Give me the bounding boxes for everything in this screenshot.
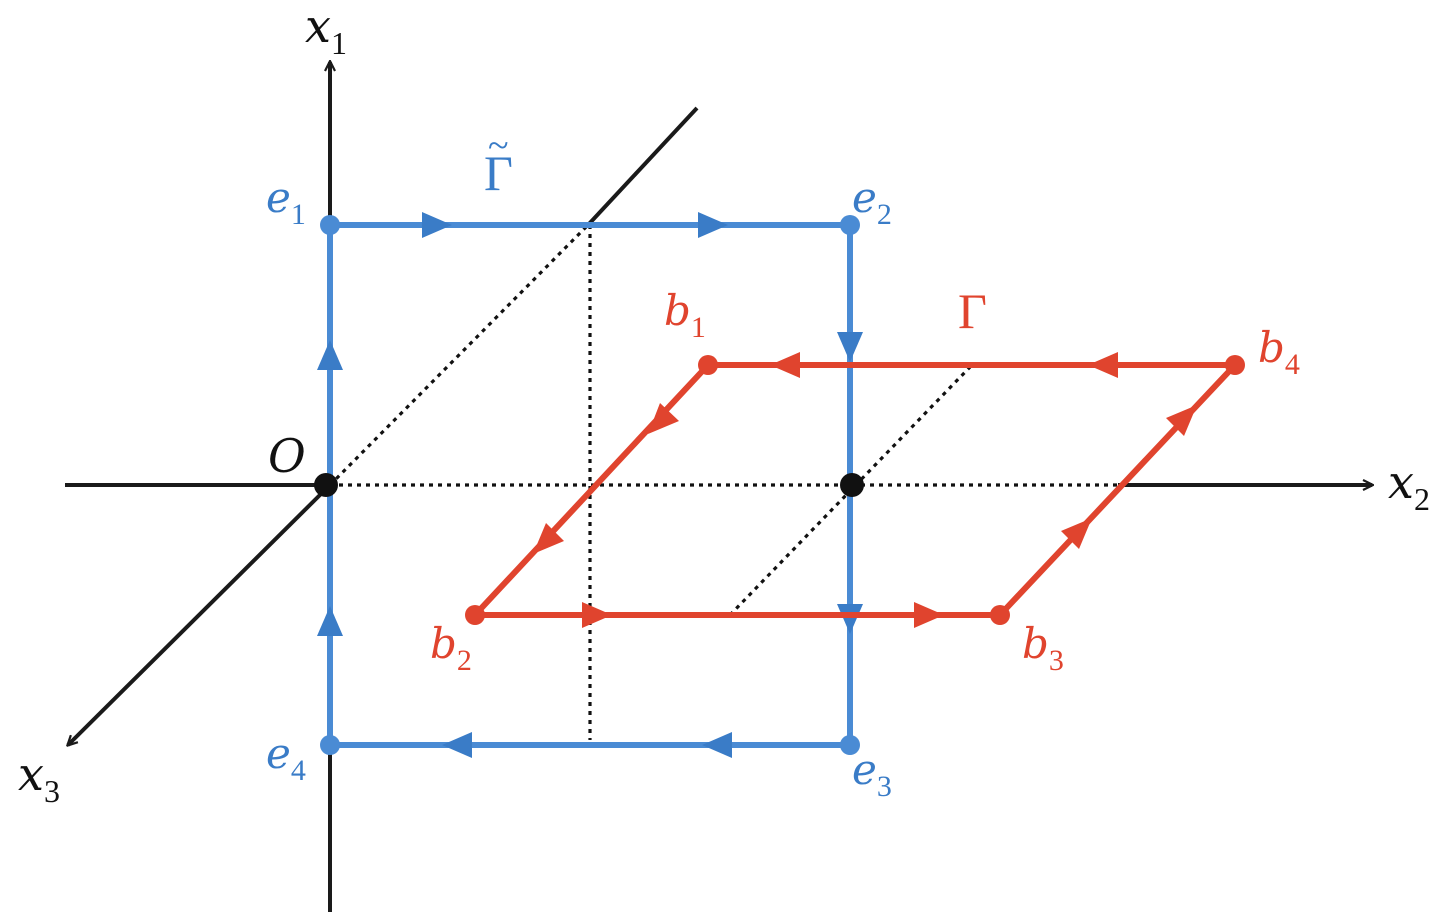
label-b4: b4 (1258, 323, 1300, 381)
vertex-e3 (840, 735, 860, 755)
blue-arrow-bottom-1 (702, 732, 732, 758)
vertex-b2 (465, 605, 485, 625)
blue-arrow-right-2 (837, 604, 863, 634)
dotted-x3-extension (328, 223, 590, 487)
red-arrow-bottom-1 (582, 602, 612, 628)
origin-label: O (268, 429, 306, 483)
red-arrow-bottom-2 (914, 602, 944, 628)
label-b2: b2 (430, 619, 472, 677)
red-arrow-left-1 (648, 403, 679, 434)
label-e3: e3 (852, 745, 892, 803)
vertex-e1 (320, 215, 340, 235)
red-path-name: Γ (958, 283, 987, 339)
vertex-b4 (1225, 355, 1245, 375)
x2-axis-label: x2 (1388, 455, 1430, 517)
vertex-b1 (698, 355, 718, 375)
x1-axis-label: x1 (305, 0, 347, 61)
vertex-e2 (840, 215, 860, 235)
red-arrow-top-1 (1088, 352, 1118, 378)
blue-path (317, 212, 863, 758)
origin-point (314, 473, 338, 497)
label-e4: e4 (266, 729, 306, 787)
blue-arrow-right-1 (837, 332, 863, 362)
blue-path-tilde: ~ (488, 125, 509, 167)
label-b1: b1 (664, 286, 706, 344)
label-e2: e2 (852, 173, 892, 231)
blue-arrow-top-1 (422, 212, 452, 238)
x3-axis-back (586, 106, 699, 227)
label-e1: e1 (266, 173, 306, 231)
vertex-e4 (320, 735, 340, 755)
blue-arrow-left-1 (317, 606, 343, 636)
red-arrow-left-2 (533, 523, 564, 554)
blue-path-name: Γ (484, 145, 513, 201)
axes (65, 62, 1372, 912)
blue-arrow-left-2 (317, 340, 343, 370)
label-b3: b3 (1022, 619, 1064, 677)
red-arrow-right-1 (1061, 518, 1092, 549)
vertex-b3 (990, 605, 1010, 625)
red-arrow-top-2 (770, 352, 800, 378)
x3-axis-label: x3 (18, 747, 60, 809)
red-path (465, 352, 1245, 628)
blue-arrow-bottom-2 (442, 732, 472, 758)
x3-axis (68, 483, 332, 745)
red-arrow-right-2 (1166, 405, 1197, 436)
intersection-point (840, 473, 864, 497)
blue-arrow-top-2 (698, 212, 728, 238)
